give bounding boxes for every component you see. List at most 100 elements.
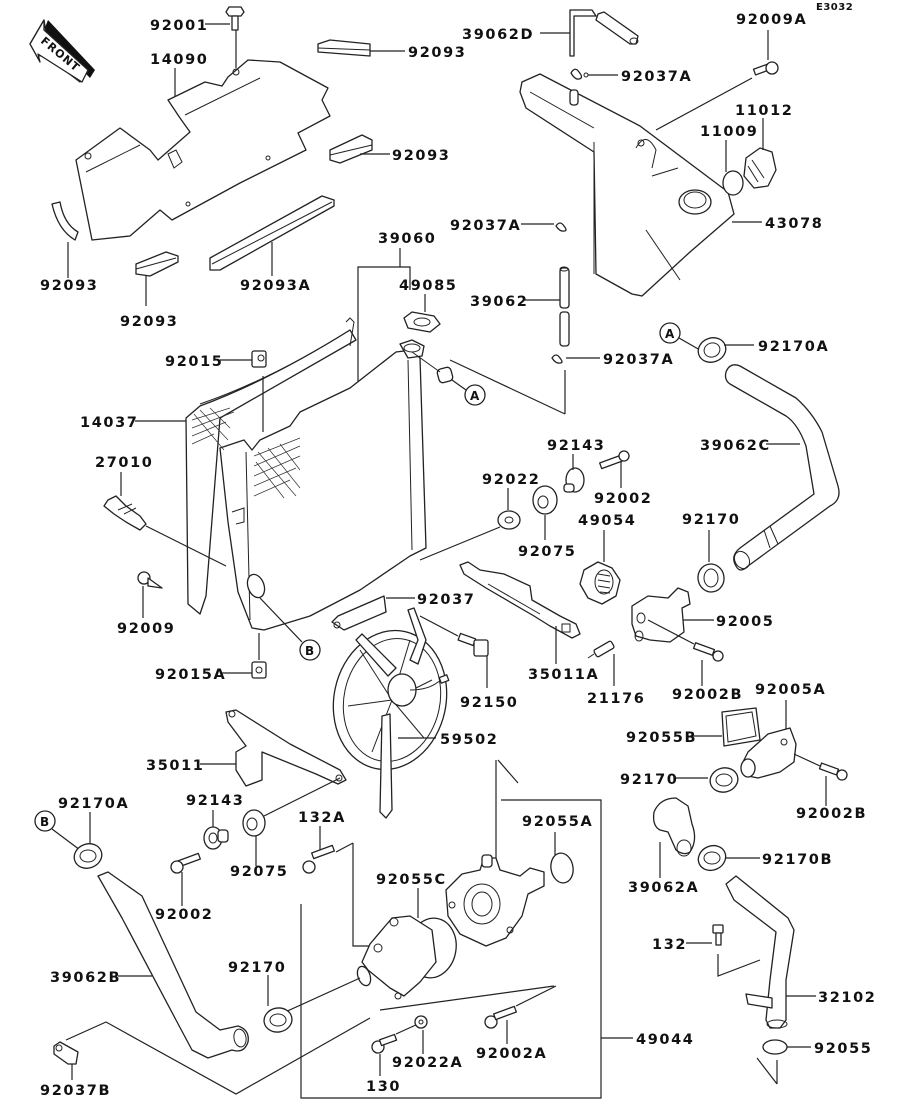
grommet-92075-low — [242, 809, 266, 837]
clip-92037A-low — [551, 354, 563, 364]
o-ring-92055 — [762, 1039, 788, 1055]
screw-92009 — [137, 571, 163, 589]
ref-marker-a-radiator: A — [464, 384, 486, 406]
label-39062B: 39062B — [50, 970, 121, 986]
label-92093-bottom: 92093 — [120, 314, 178, 330]
label-35011: 35011 — [146, 758, 204, 774]
bolt-92001 — [225, 6, 245, 68]
label-92170B: 92170B — [762, 852, 833, 868]
label-92075-low: 92075 — [230, 864, 288, 880]
label-39060: 39060 — [378, 231, 436, 247]
clip-nut-92015 — [251, 350, 267, 368]
bolt-92002-top — [598, 450, 630, 470]
label-92009A: 92009A — [736, 12, 807, 28]
label-92170-low: 92170 — [228, 960, 286, 976]
ref-marker-a-hose: A — [659, 322, 681, 344]
hose-39062 — [559, 266, 570, 347]
label-39062C: 39062C — [700, 438, 771, 454]
label-14090: 14090 — [150, 52, 208, 68]
bracket-35011 — [225, 709, 347, 787]
label-92093-mid: 92093 — [392, 148, 450, 164]
collar-92143-top — [563, 467, 585, 493]
temp-sensor-21176 — [587, 640, 615, 659]
clamp-92170-mid — [697, 563, 725, 593]
bracket-35011A — [459, 561, 581, 639]
label-92150: 92150 — [460, 695, 518, 711]
label-39062: 39062 — [470, 294, 528, 310]
bolt-92150 — [457, 632, 489, 657]
water-pump-assembly-bracket — [300, 799, 602, 1099]
label-92002-top: 92002 — [594, 491, 652, 507]
clamp-92170-right — [709, 767, 739, 793]
label-92037A-low: 92037A — [603, 352, 674, 368]
label-92075-top: 92075 — [518, 544, 576, 560]
water-pump-cover — [356, 915, 437, 1000]
label-11009: 11009 — [700, 124, 758, 140]
label-92055B: 92055B — [626, 730, 697, 746]
label-92015A: 92015A — [155, 667, 226, 683]
bolt-92002A — [484, 1005, 518, 1029]
label-92022: 92022 — [482, 472, 540, 488]
label-132A: 132A — [298, 810, 346, 826]
label-92093A: 92093A — [240, 278, 311, 294]
bolt-92002-low — [170, 852, 202, 874]
label-14037: 14037 — [80, 415, 138, 431]
gasket-92055B — [721, 707, 761, 747]
clamp-92170A-left — [73, 843, 103, 869]
housing-92005A — [740, 727, 797, 779]
label-92055: 92055 — [814, 1041, 872, 1057]
label-35011A: 35011A — [528, 667, 599, 683]
front-arrow-icon: FRONT — [29, 19, 95, 83]
label-92170A-top: 92170A — [758, 339, 829, 355]
label-132: 132 — [652, 937, 687, 953]
cooling-fan-59502 — [332, 607, 450, 819]
svg-text:A: A — [665, 327, 675, 341]
label-49085: 49085 — [399, 278, 457, 294]
clamp-92170B — [697, 844, 727, 872]
diagram-code: E3032 — [816, 2, 853, 13]
label-92055A: 92055A — [522, 814, 593, 830]
wire-harness — [199, 317, 355, 405]
cap-11012 — [743, 147, 777, 189]
label-92022A: 92022A — [392, 1055, 463, 1071]
thermostat-49054 — [579, 561, 621, 605]
washer-92022 — [497, 510, 521, 530]
clamp-92037B — [53, 1041, 79, 1065]
label-92001: 92001 — [150, 18, 208, 34]
clip-92037A-mid — [555, 222, 567, 232]
ref-marker-b-radiator: B — [299, 639, 321, 661]
label-92002-low: 92002 — [155, 907, 213, 923]
clamp-92170-low — [263, 1007, 293, 1033]
label-92143-low: 92143 — [186, 793, 244, 809]
strip-92093A — [209, 195, 335, 271]
label-92005A: 92005A — [755, 682, 826, 698]
pad-92093-left — [51, 201, 79, 241]
bolt-92002B-right — [818, 762, 848, 781]
label-32102: 32102 — [818, 990, 876, 1006]
svg-text:B: B — [305, 644, 314, 658]
label-43078: 43078 — [765, 216, 823, 232]
pad-92093-mid — [329, 134, 373, 164]
label-11012: 11012 — [735, 103, 793, 119]
grommet-92075-top — [532, 485, 558, 515]
hose-39062D — [569, 9, 639, 57]
label-92170A-left: 92170A — [58, 796, 129, 812]
thermostat-housing-92005 — [631, 587, 691, 643]
label-92037A-top: 92037A — [621, 69, 692, 85]
label-27010: 27010 — [95, 455, 153, 471]
label-92037B: 92037B — [40, 1083, 111, 1099]
clip-nut-92015A — [251, 661, 267, 679]
bolt-92002B-top — [692, 642, 724, 662]
label-21176: 21176 — [587, 691, 645, 707]
label-49044: 49044 — [636, 1032, 694, 1048]
label-92005: 92005 — [716, 614, 774, 630]
label-92002B-top: 92002B — [672, 687, 743, 703]
bolt-132A — [302, 844, 336, 874]
label-92009: 92009 — [117, 621, 175, 637]
label-92170-mid: 92170 — [682, 512, 740, 528]
ref-marker-b-hose: B — [34, 810, 56, 832]
reservoir-tank-43078 — [519, 73, 735, 297]
label-92037A-mid: 92037A — [450, 218, 521, 234]
hose-39062C — [724, 364, 840, 571]
